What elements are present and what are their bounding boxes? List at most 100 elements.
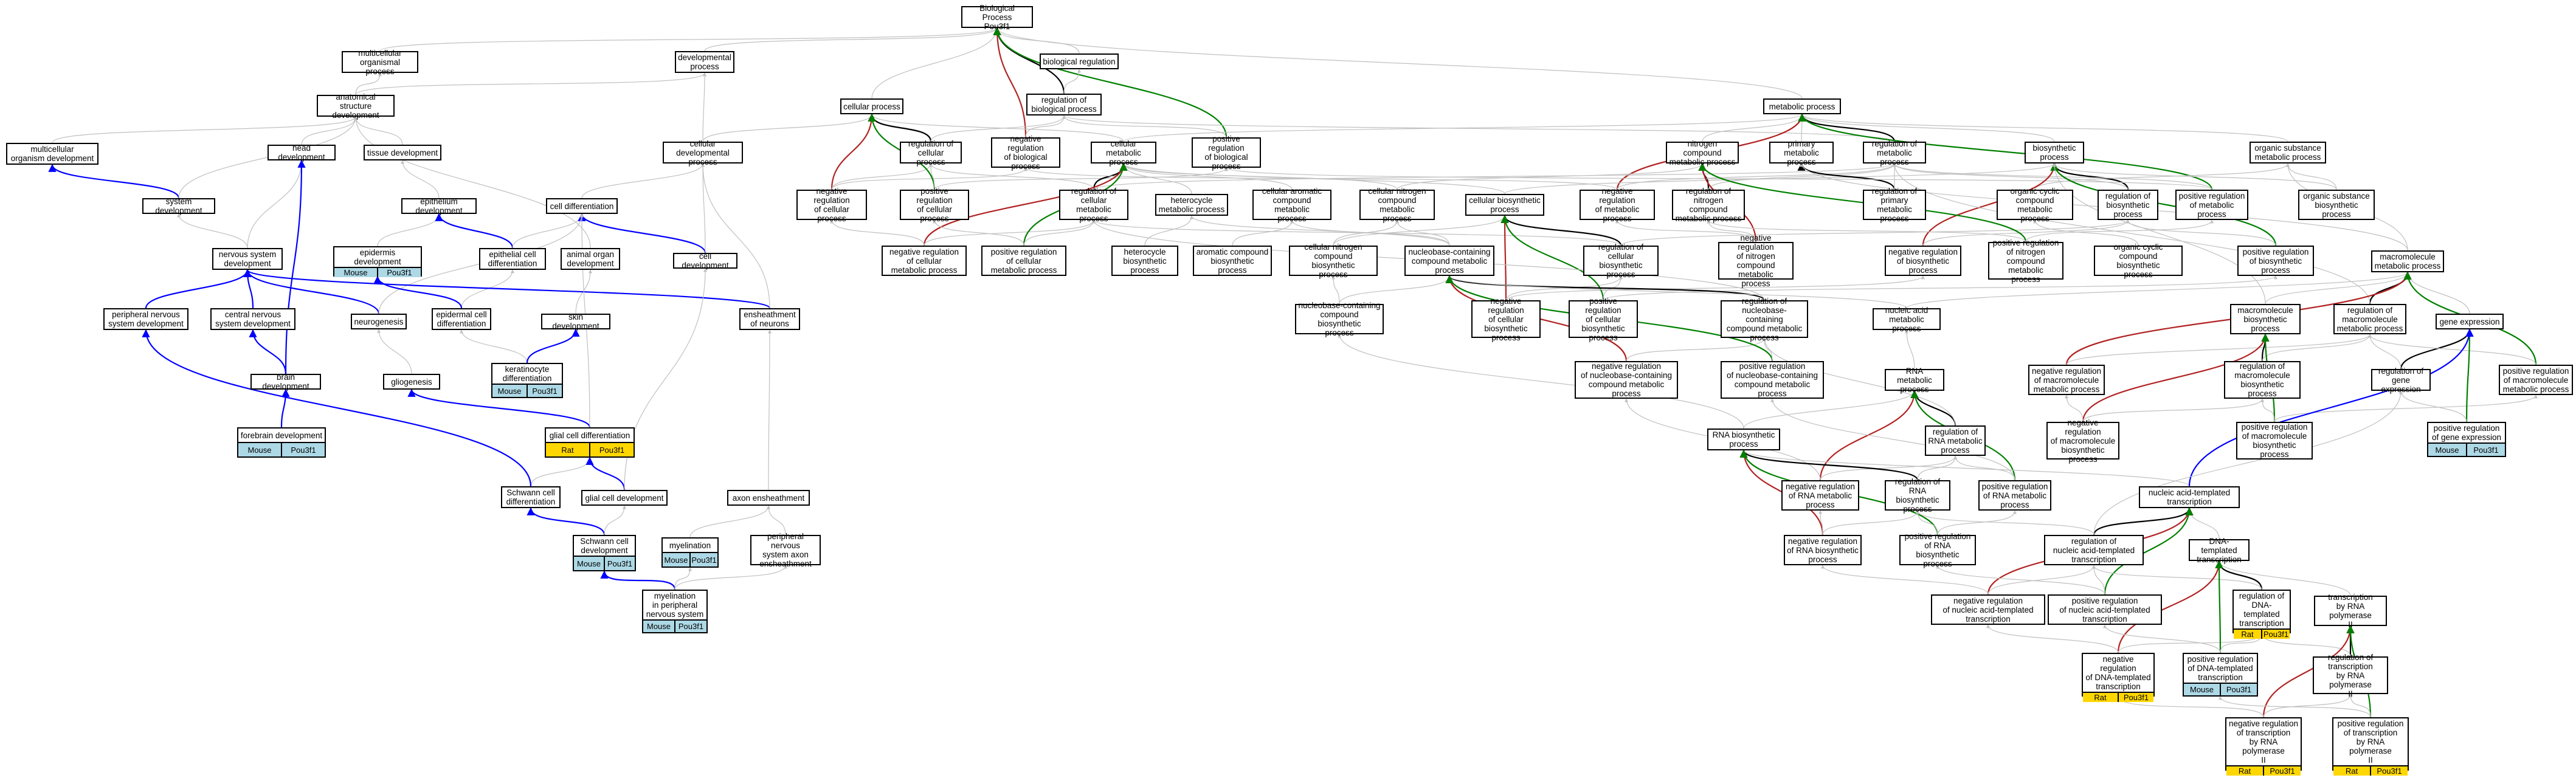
go-term-node-negregncmp[interactable]: negative regulation of nitrogen compound…	[1718, 233, 1794, 288]
go-term-node-regbp[interactable]: regulation of biological process	[1026, 94, 1102, 115]
go-term-node-trpol[interactable]: transcription by RNA polymerase II	[2314, 593, 2387, 629]
go-term-node-axonens[interactable]: axon ensheathment	[727, 490, 810, 506]
go-term-node-epid[interactable]: epithelium development	[401, 197, 477, 215]
go-term-node-osmp[interactable]: organic substance metabolic process	[2250, 142, 2326, 164]
go-term-node-celldevp[interactable]: cellular developmental process	[663, 139, 743, 167]
go-term-node-regrnamp[interactable]: regulation of RNA metabolic process	[1925, 425, 1986, 456]
go-term-node-epidcd[interactable]: epidermal cell differentiation	[432, 308, 491, 330]
go-term-node-regcp[interactable]: regulation of cellular process	[900, 139, 962, 167]
go-term-node-geneexp[interactable]: gene expression	[2436, 314, 2504, 329]
go-term-node-caromp[interactable]: cellular aromatic compound metabolic pro…	[1252, 187, 1331, 223]
go-term-node-mmp[interactable]: macromolecule metabolic process	[2371, 250, 2444, 272]
go-term-node-cncbiosp[interactable]: cellular nitrogen compound biosynthetic …	[1289, 243, 1378, 279]
go-term-node-posregtrpol[interactable]: positive regulation of transcription by …	[2332, 717, 2409, 776]
go-term-node-posregrnabiosp[interactable]: positive regulation of RNA biosynthetic …	[1899, 532, 1976, 568]
go-term-node-negregcp[interactable]: negative regulation of cellular process	[796, 187, 867, 223]
go-term-node-ocmp[interactable]: organic cyclic compound metabolic proces…	[1997, 187, 2073, 223]
go-term-node-schwanndiff[interactable]: Schwann cell differentiation	[501, 486, 561, 508]
go-term-node-mbiosp[interactable]: macromolecule biosynthetic process	[2230, 304, 2301, 334]
go-term-node-cellmetp[interactable]: cellular metabolic process	[1091, 139, 1156, 167]
go-term-node-hetmp[interactable]: heterocycle metabolic process	[1155, 194, 1228, 216]
go-term-node-regcmp[interactable]: regulation of cellular metabolic process	[1059, 187, 1128, 223]
go-term-node-namp[interactable]: nucleic acid metabolic process	[1873, 306, 1941, 333]
go-term-node-posregnbc[interactable]: positive regulation of nucleobase-contai…	[1721, 361, 1824, 399]
go-term-node-negregtrpol[interactable]: negative regulation of transcription by …	[2225, 717, 2302, 776]
go-term-node-ensh[interactable]: ensheathment of neurons	[739, 308, 800, 330]
go-term-node-headd[interactable]: head development	[268, 143, 336, 162]
go-term-node-posregrnamp[interactable]: positive regulation of RNA metabolic pro…	[1978, 480, 2051, 511]
go-term-node-pnsaxon[interactable]: peripheral nervous system axon ensheathm…	[750, 532, 821, 568]
go-term-node-negregnatt[interactable]: negative regulation of nucleic acid-temp…	[1931, 594, 2045, 625]
go-term-node-regdtt[interactable]: regulation of DNA-templated transcriptio…	[2232, 590, 2291, 639]
go-term-node-devp[interactable]: developmental process	[675, 51, 734, 73]
go-term-node-posregbiosp[interactable]: positive regulation of biosynthetic proc…	[2237, 246, 2314, 276]
go-term-node-posregcp[interactable]: positive regulation of cellular process	[900, 187, 969, 223]
go-term-node-posregcmp[interactable]: positive regulation of cellular metaboli…	[981, 246, 1066, 276]
go-term-node-pnsd[interactable]: peripheral nervous system development	[103, 308, 188, 330]
go-term-node-sysd[interactable]: system development	[142, 197, 215, 215]
go-term-node-cellp[interactable]: cellular process	[840, 98, 903, 114]
go-term-node-regge[interactable]: regulation of gene expression	[2371, 367, 2431, 394]
go-term-node-negregmbiosp[interactable]: negative regulation of macromolecule bio…	[2046, 418, 2119, 464]
go-term-node-regnatt[interactable]: regulation of nucleic acid-templated tra…	[2044, 535, 2144, 565]
go-term-node-nbcbiosp[interactable]: nucleobase-containing compound biosynthe…	[1295, 301, 1384, 337]
go-term-node-ocbiosp[interactable]: organic cyclic compound biosynthetic pro…	[2094, 243, 2183, 279]
go-term-node-neurog[interactable]: neurogenesis	[351, 314, 407, 329]
go-term-node-regncmp[interactable]: regulation of nitrogen compound metaboli…	[1672, 187, 1745, 223]
go-term-node-posregbp[interactable]: positive regulation of biological proces…	[1192, 134, 1261, 171]
go-term-node-mod[interactable]: multicellular organism development	[6, 143, 98, 165]
go-term-node-celldev[interactable]: cell development	[673, 252, 737, 270]
go-term-node-epicd[interactable]: epithelial cell differentiation	[479, 248, 546, 270]
go-term-node-nbcmp[interactable]: nucleobase-containing compound metabolic…	[1404, 246, 1494, 276]
go-term-node-regmbiosp[interactable]: regulation of macromolecule biosynthetic…	[2224, 361, 2301, 399]
go-term-node-ncmp[interactable]: nitrogen compound metabolic process	[1666, 139, 1739, 167]
go-term-node-skind[interactable]: skin development	[541, 312, 610, 331]
go-term-node-arombiosp[interactable]: aromatic compound biosynthetic process	[1193, 246, 1272, 276]
go-term-node-negregmp[interactable]: negative regulation of metabolic process	[1580, 187, 1655, 223]
go-term-node-primmp[interactable]: primary metabolic process	[1769, 139, 1834, 167]
go-term-node-negregnbc[interactable]: negative regulation of nucleobase-contai…	[1575, 361, 1678, 399]
go-term-node-regmp[interactable]: regulation of metabolic process	[1863, 139, 1926, 167]
go-term-node-nsd[interactable]: nervous system development	[212, 248, 283, 270]
go-term-node-gliog[interactable]: gliogenesis	[383, 374, 440, 390]
go-term-node-biosp[interactable]: biosynthetic process	[2025, 142, 2084, 164]
go-term-node-tissd[interactable]: tissue development	[364, 145, 441, 160]
go-term-node-posregmmp[interactable]: positive regulation of macromolecule met…	[2499, 365, 2573, 395]
go-term-node-negregrnabiosp[interactable]: negative regulation of RNA biosynthetic …	[1784, 535, 1862, 565]
go-term-node-posregnatt[interactable]: positive regulation of nucleic acid-temp…	[2048, 594, 2162, 625]
go-term-node-negregcbiosp[interactable]: negative regulation of cellular biosynth…	[1471, 297, 1541, 342]
go-term-node-natt[interactable]: nucleic acid-templated transcription	[2139, 486, 2240, 508]
go-term-node-rnamp[interactable]: RNA metabolic process	[1885, 367, 1944, 394]
go-term-node-negregrnamp[interactable]: negative regulation of RNA metabolic pro…	[1781, 480, 1859, 511]
go-term-node-regrnabiosp[interactable]: regulation of RNA biosynthetic process	[1885, 477, 1950, 514]
go-term-node-aod[interactable]: animal organ development	[561, 248, 620, 270]
go-term-node-regmmp[interactable]: regulation of macromolecule metabolic pr…	[2333, 304, 2406, 334]
go-term-node-regcbiosp[interactable]: regulation of cellular biosynthetic proc…	[1583, 243, 1659, 279]
go-term-node-regnbcmp[interactable]: regulation of nucleobase-containing comp…	[1721, 297, 1808, 342]
go-term-node-posregmbiosp[interactable]: positive regulation of macromolecule bio…	[2236, 422, 2313, 460]
go-term-node-negregbiosp[interactable]: negative regulation of biosynthetic proc…	[1885, 246, 1961, 276]
go-term-node-mcop[interactable]: multicellular organismal process	[342, 49, 418, 76]
go-term-node-posregncmp[interactable]: positive regulation of nitrogen compound…	[1988, 238, 2063, 284]
go-term-node-rnabiosp[interactable]: RNA biosynthetic process	[1707, 429, 1780, 450]
go-term-node-negregmmp[interactable]: negative regulation of macromolecule met…	[2028, 365, 2105, 395]
go-term-node-cnsd[interactable]: central nervous system development	[210, 308, 295, 330]
go-term-node-hetbiosp[interactable]: heterocycle biosynthetic process	[1111, 246, 1178, 276]
go-term-node-dtt[interactable]: DNA-templated transcription	[2189, 537, 2250, 564]
go-term-node-regbiosp[interactable]: regulation of biosynthetic process	[2098, 190, 2158, 220]
go-term-node-biolreg[interactable]: biological regulation	[1040, 53, 1119, 69]
go-term-node-regtrpol[interactable]: regulation of transcription by RNA polym…	[2313, 653, 2388, 698]
go-term-node-glialdev[interactable]: glial cell development	[581, 490, 668, 506]
go-term-node-braind[interactable]: brain development	[250, 373, 321, 391]
go-term-node-negregcmp[interactable]: negative regulation of cellular metaboli…	[882, 246, 967, 276]
go-term-node-bp[interactable]: Biological Process Pou3f1	[961, 4, 1033, 31]
go-term-node-asd[interactable]: anatomical structure development	[317, 92, 395, 120]
go-term-node-myelpns[interactable]: myelination in peripheral nervous system…	[642, 590, 708, 633]
